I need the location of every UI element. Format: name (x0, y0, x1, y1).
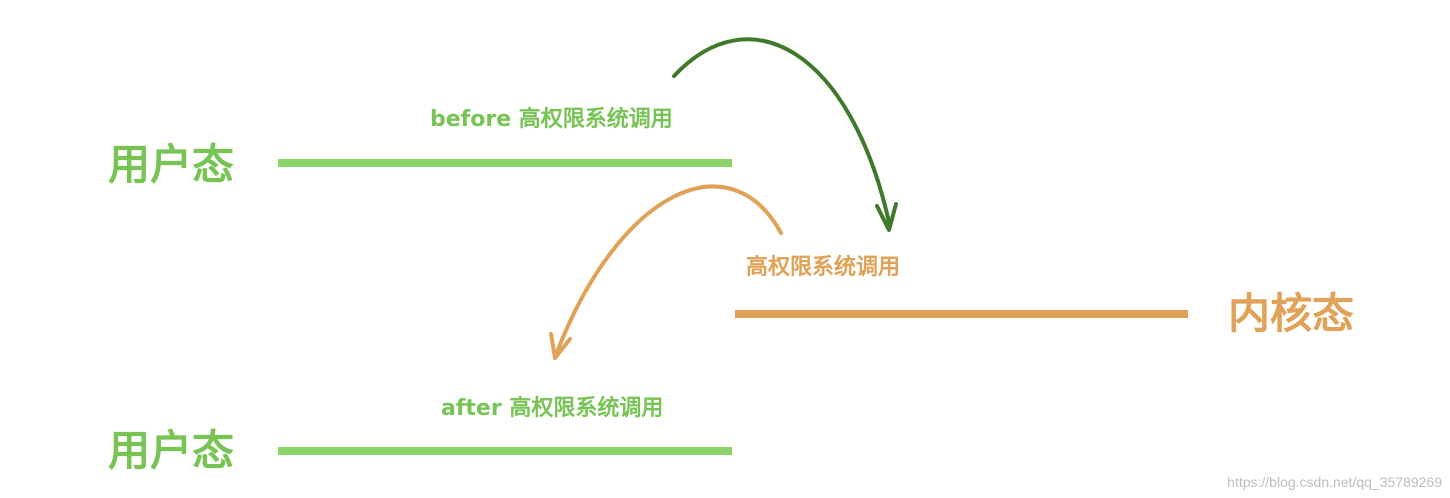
syscall-return-arrowhead (549, 332, 572, 360)
syscall-enter-arrow (672, 37, 891, 224)
user-state-bottom-label: 用户态 (108, 426, 235, 475)
after-syscall-label: after 高权限系统调用 (441, 396, 664, 421)
kernel-state-label: 内核态 (1228, 289, 1355, 338)
kernel-syscall-label: 高权限系统调用 (746, 255, 901, 280)
user-state-top-label: 用户态 (108, 140, 235, 189)
syscall-return-arrow (555, 184, 783, 354)
watermark: https://blog.csdn.net/qq_35789269 (1227, 474, 1442, 490)
syscall-enter-arrowhead (875, 202, 898, 232)
before-syscall-label: before 高权限系统调用 (430, 107, 673, 132)
